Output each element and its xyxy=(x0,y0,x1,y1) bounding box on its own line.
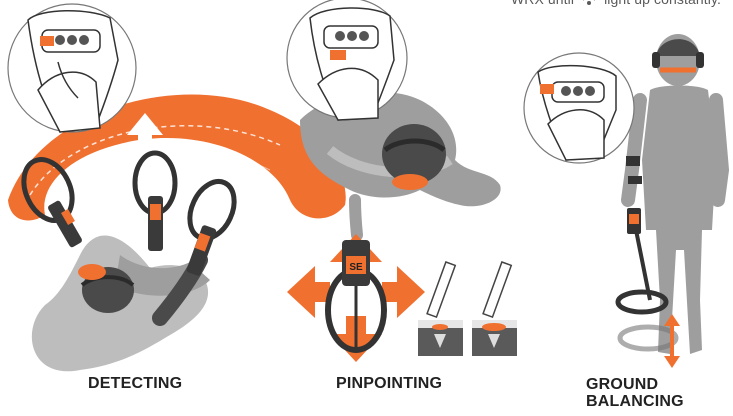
pinpoint-inset-left xyxy=(418,262,463,356)
pinpoint-display-text: SE xyxy=(349,262,363,273)
instruction-note: WRX until light up constantly. xyxy=(511,0,721,9)
note-before-icon: WRX until xyxy=(511,0,574,7)
ground-balancing-scene xyxy=(524,34,722,368)
detector-coil-right xyxy=(181,174,243,276)
caption-detecting: DETECTING xyxy=(88,375,182,392)
caption-ground-balancing: GROUND BALANCING xyxy=(586,376,684,410)
detector-coil-center xyxy=(135,153,175,251)
caption-ground-line1: GROUND xyxy=(586,376,684,393)
note-after-icon: light up constantly. xyxy=(604,0,721,7)
caption-pinpointing: PINPOINTING xyxy=(336,375,442,392)
wifi-icon xyxy=(578,0,600,9)
caption-ground-line2: BALANCING xyxy=(586,393,684,410)
pinpoint-inset-right xyxy=(472,262,517,356)
standing-person xyxy=(626,34,722,354)
